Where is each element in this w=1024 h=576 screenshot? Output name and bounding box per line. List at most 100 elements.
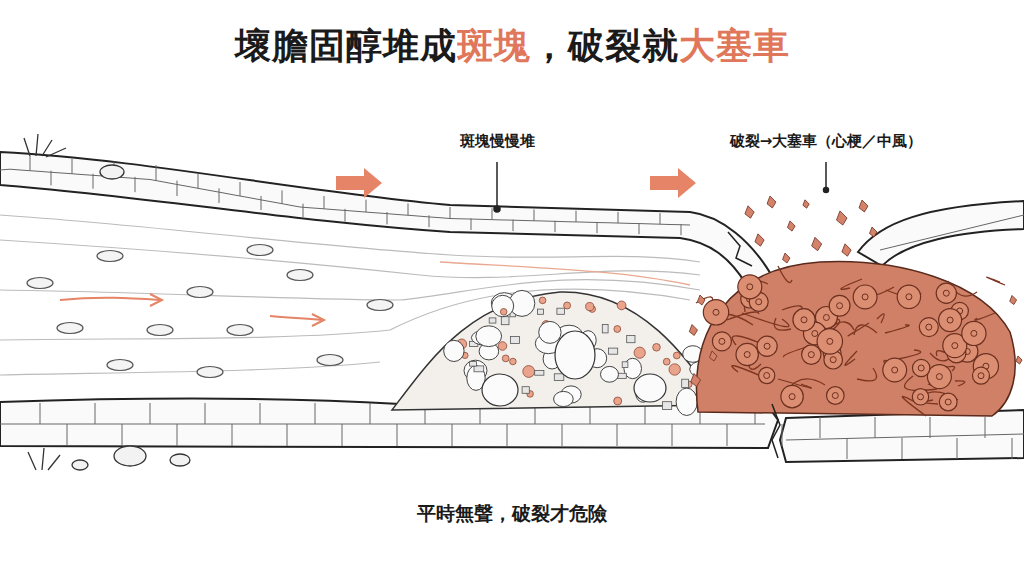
block-joint bbox=[122, 424, 123, 446]
block-joint bbox=[930, 417, 931, 438]
blood-cell bbox=[187, 287, 213, 298]
plaque-stone bbox=[622, 362, 628, 368]
clot-cell-core bbox=[952, 343, 958, 349]
block-joint bbox=[205, 403, 206, 424]
plaque-bag bbox=[476, 326, 502, 347]
fat-bit bbox=[614, 397, 622, 405]
block-joint bbox=[492, 208, 493, 219]
clot-fragment bbox=[783, 253, 790, 263]
big-arrow bbox=[650, 168, 696, 198]
block-joint bbox=[282, 190, 283, 203]
clot-cell bbox=[927, 365, 951, 389]
block-joint bbox=[513, 220, 514, 231]
clot-cell-core bbox=[756, 299, 762, 305]
clot-cell bbox=[781, 385, 803, 407]
blood-cell bbox=[317, 355, 343, 366]
leader-lines bbox=[494, 162, 829, 212]
block-joint bbox=[681, 224, 682, 235]
clot-cell-core bbox=[719, 338, 725, 344]
clot-cell-core bbox=[747, 284, 753, 290]
plaque-bag bbox=[539, 321, 561, 343]
fat-bit bbox=[673, 352, 680, 359]
blood-cell bbox=[147, 325, 173, 336]
clot-cell bbox=[913, 359, 930, 376]
block-joint bbox=[51, 171, 52, 186]
block-joint bbox=[240, 182, 241, 196]
fat-bit bbox=[663, 358, 670, 365]
fat-bit bbox=[498, 342, 507, 351]
block-joint bbox=[672, 424, 673, 446]
leader-dot bbox=[494, 206, 500, 212]
clot-fragment bbox=[859, 200, 868, 212]
block-joint bbox=[232, 424, 233, 446]
plaque-stone bbox=[682, 379, 689, 387]
flow-arrow bbox=[60, 298, 160, 300]
top-wall-right bbox=[858, 201, 1024, 266]
clot-cell-core bbox=[945, 399, 951, 405]
clot-cell-core bbox=[971, 330, 977, 336]
block-joint bbox=[534, 209, 535, 220]
block-joint bbox=[366, 200, 367, 212]
flow-arrow bbox=[312, 314, 324, 326]
blood-cell bbox=[57, 323, 83, 334]
fibrin-strand bbox=[898, 350, 921, 359]
clot-cell bbox=[853, 285, 877, 309]
blood-cell bbox=[287, 270, 313, 281]
pebble bbox=[72, 460, 88, 470]
clot-cell bbox=[912, 389, 928, 405]
plaque-stone bbox=[627, 336, 635, 343]
plaque-stone bbox=[557, 308, 565, 314]
plaque-bag bbox=[676, 388, 697, 415]
block-joint bbox=[95, 403, 96, 424]
crack bbox=[728, 232, 752, 266]
clot-cell bbox=[973, 367, 990, 384]
clot-cell bbox=[939, 393, 957, 411]
plaque-stone bbox=[489, 318, 496, 323]
clot-cell-core bbox=[978, 373, 984, 379]
fat-bit bbox=[617, 301, 626, 310]
clot-fragment bbox=[1010, 295, 1017, 304]
clot-cell bbox=[738, 275, 762, 299]
plaque-mound bbox=[392, 292, 718, 410]
block-joint bbox=[782, 424, 783, 446]
block-joint bbox=[177, 424, 178, 446]
clot-cell-core bbox=[789, 394, 795, 400]
clot-cell-core bbox=[830, 357, 836, 363]
block-joint bbox=[429, 215, 430, 227]
block-joint bbox=[727, 424, 728, 446]
block-joint bbox=[135, 177, 136, 192]
plaque-stone bbox=[602, 324, 608, 333]
clot-cell bbox=[802, 345, 821, 364]
grass-tuft bbox=[24, 134, 66, 157]
plaque-bag bbox=[555, 331, 595, 379]
block-joint bbox=[156, 165, 157, 180]
plaque-stone bbox=[522, 387, 529, 394]
plaque-bag bbox=[601, 366, 619, 382]
clot-cell-core bbox=[926, 324, 932, 330]
clot-cell-core bbox=[947, 317, 953, 323]
grass bbox=[24, 134, 190, 470]
clot-fragment bbox=[698, 295, 705, 305]
plaque-stone bbox=[501, 317, 509, 325]
clot-cell-core bbox=[918, 394, 924, 400]
clot-cell bbox=[897, 285, 920, 308]
clot-cell-core bbox=[906, 294, 912, 300]
leader-dot bbox=[824, 188, 829, 193]
pebble bbox=[100, 165, 124, 179]
flow-arrow bbox=[150, 294, 162, 306]
clot-fragment bbox=[755, 234, 764, 246]
fat-bit bbox=[614, 326, 621, 333]
block-joint bbox=[177, 181, 178, 196]
clot-cell-core bbox=[832, 393, 838, 399]
flow-line bbox=[440, 262, 690, 285]
block-joint bbox=[324, 196, 325, 209]
top-wall bbox=[0, 152, 772, 284]
clot-cell bbox=[827, 387, 845, 405]
clot-cell-core bbox=[862, 294, 868, 300]
cracks bbox=[728, 232, 780, 458]
block-joint bbox=[471, 219, 472, 231]
clot-cell bbox=[962, 321, 986, 345]
clot-cell-core bbox=[713, 309, 719, 315]
clot-cell bbox=[883, 358, 907, 382]
fat-bit bbox=[564, 302, 571, 309]
